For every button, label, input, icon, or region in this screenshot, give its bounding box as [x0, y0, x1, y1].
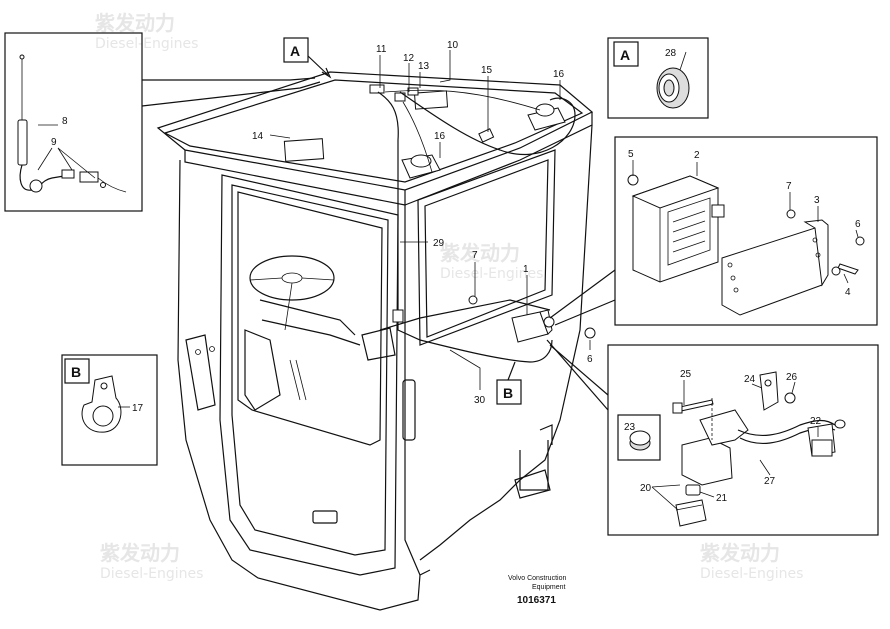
callout-14: 14: [252, 131, 264, 142]
callout-30: 30: [474, 395, 486, 406]
view-b-detail-frame: [61, 354, 158, 466]
callout-28: 28: [665, 48, 677, 59]
fuse-relay-frame: [607, 344, 879, 536]
callout-22: 22: [810, 416, 822, 427]
view-a-detail-frame: [607, 37, 709, 119]
callout-15: 15: [481, 65, 493, 76]
view-a-detail: A: [607, 37, 709, 119]
callout-1: 1: [523, 264, 529, 275]
callout-7b: 7: [786, 181, 792, 192]
watermark-cn: 紫发动力: [95, 11, 175, 35]
callout-24: 24: [744, 374, 756, 385]
watermark-en: Diesel-Engines: [700, 566, 803, 582]
callout-16a: 16: [553, 69, 565, 80]
callout-6a: 6: [855, 219, 861, 230]
callout-27: 27: [764, 476, 776, 487]
view-a-label: A: [290, 43, 300, 59]
cab-drawing: [156, 71, 596, 611]
watermark-cn: 紫发动力: [100, 541, 180, 565]
watermark-en: Diesel-Engines: [100, 566, 203, 582]
watermark-en: Diesel-Engines: [440, 266, 543, 282]
view-b-detail-label: B: [71, 364, 81, 380]
callout-6b: 6: [587, 354, 593, 365]
callout-11: 11: [376, 44, 387, 55]
leader-lines: [118, 50, 859, 511]
callout-25: 25: [680, 369, 692, 380]
callout-26: 26: [786, 372, 798, 383]
view-a-marker: A: [283, 37, 332, 79]
watermark-en: Diesel-Engines: [95, 36, 198, 52]
callout-8: 8: [62, 116, 68, 127]
watermark-layer: 紫发动力 Diesel-Engines 紫发动力 Diesel-Engines …: [95, 11, 803, 582]
antenna-detail-frame: [4, 32, 143, 212]
view-b-marker: B: [496, 361, 522, 405]
credit-line-1: Volvo Construction: [508, 575, 566, 582]
callout-labels: 11 10 12 13 15 16 14 16 29 7 1 6 30 8 9 …: [51, 40, 861, 504]
callout-3: 3: [814, 195, 820, 206]
fuse-relay-detail: [546, 339, 879, 536]
credit-block: Volvo Construction Equipment 1016371: [508, 575, 566, 606]
view-b-label: B: [503, 385, 513, 401]
control-unit-frame: [614, 136, 878, 326]
callout-13: 13: [418, 61, 430, 72]
watermark-cn: 紫发动力: [700, 541, 780, 565]
view-a-detail-label: A: [620, 47, 630, 63]
callout-7a: 7: [472, 250, 478, 261]
view-b-detail: B: [61, 354, 158, 466]
part-number: 1016371: [517, 595, 556, 606]
callout-23: 23: [624, 422, 636, 433]
control-unit-detail: [549, 136, 878, 326]
callout-20: 20: [640, 483, 652, 494]
callout-17: 17: [132, 403, 144, 414]
callout-4: 4: [845, 287, 851, 298]
callout-29: 29: [433, 238, 445, 249]
watermark-cn: 紫发动力: [440, 241, 520, 265]
callout-9: 9: [51, 137, 57, 148]
antenna-detail: [4, 32, 321, 212]
callout-21: 21: [716, 493, 728, 504]
callout-10: 10: [447, 40, 459, 51]
callout-5: 5: [628, 149, 634, 160]
part-23-frame: [617, 414, 661, 461]
credit-line-2: Equipment: [532, 584, 566, 591]
callout-2: 2: [694, 150, 700, 161]
callout-12: 12: [403, 53, 415, 64]
callout-16b: 16: [434, 131, 446, 142]
